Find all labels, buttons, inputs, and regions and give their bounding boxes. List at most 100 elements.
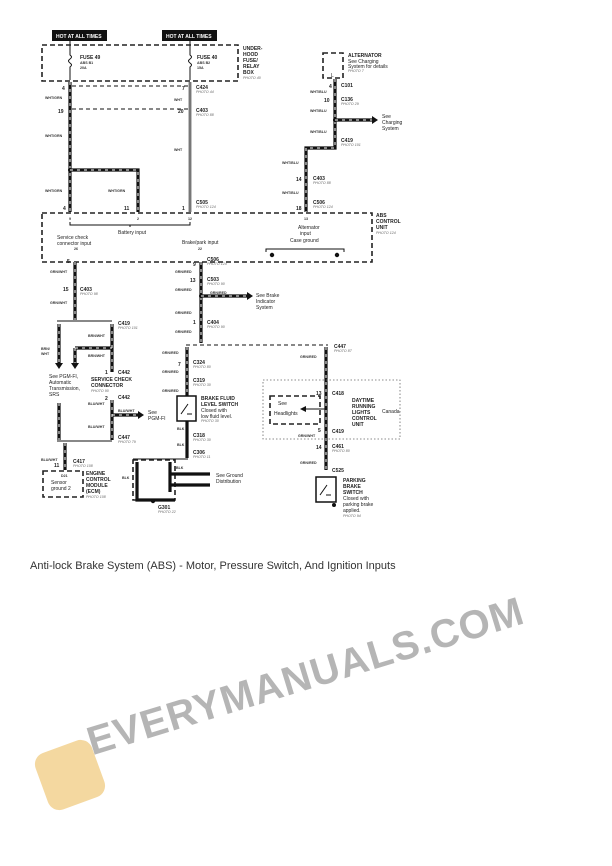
svg-text:LEVEL SWITCH: LEVEL SWITCH	[201, 402, 239, 408]
svg-text:4: 4	[329, 84, 332, 90]
svg-text:UNIT: UNIT	[352, 422, 364, 428]
svg-text:PHOTO 30: PHOTO 30	[201, 419, 219, 423]
svg-text:PHOTO 124: PHOTO 124	[207, 262, 227, 266]
wire-label: WHT/GRN	[45, 96, 63, 100]
svg-text:Charging: Charging	[382, 120, 403, 126]
svg-text:PHOTO 90: PHOTO 90	[207, 282, 225, 286]
svg-text:WHT: WHT	[41, 352, 50, 356]
svg-text:BLU/WHT: BLU/WHT	[88, 425, 105, 429]
parking-brake-switch-icon	[315, 476, 337, 503]
svg-text:PHOTO 44: PHOTO 44	[196, 90, 214, 94]
svg-text:Closed with: Closed with	[343, 496, 369, 502]
svg-text:Closed with: Closed with	[201, 408, 227, 414]
svg-text:CONTROL: CONTROL	[352, 416, 377, 422]
svg-text:PHOTO 124: PHOTO 124	[313, 205, 333, 209]
svg-text:PHOTO 29: PHOTO 29	[341, 102, 359, 106]
svg-text:PHOTO 11: PHOTO 11	[193, 455, 210, 459]
arrow-icon	[55, 363, 63, 369]
svg-text:13: 13	[304, 217, 308, 221]
svg-text:applied.: applied.	[343, 508, 361, 514]
fuse-49-label: FUSE 49 ABS B1 20A	[80, 55, 101, 70]
svg-text:System: System	[256, 305, 273, 311]
svg-text:1: 1	[193, 320, 196, 326]
svg-text:ABS B2: ABS B2	[197, 61, 210, 65]
svg-text:5: 5	[318, 428, 321, 434]
svg-text:Brake/park input: Brake/park input	[182, 240, 219, 246]
svg-text:Sensor: Sensor	[51, 480, 67, 486]
pin: 20	[178, 109, 184, 115]
svg-text:10: 10	[324, 98, 330, 104]
ground-box	[132, 459, 176, 501]
svg-text:PHOTO 90: PHOTO 90	[207, 325, 225, 329]
svg-text:26: 26	[74, 247, 78, 251]
svg-text:CONTROL: CONTROL	[376, 219, 401, 225]
ecm-box	[42, 470, 84, 498]
svg-text:BLK: BLK	[122, 476, 130, 480]
svg-text:ENGINE: ENGINE	[86, 471, 106, 477]
svg-text:PGM-FI: PGM-FI	[148, 416, 166, 422]
svg-text:FUSE/: FUSE/	[243, 58, 258, 64]
svg-text:Distribution: Distribution	[216, 479, 241, 485]
hot-label-box	[162, 30, 217, 41]
svg-text:BLK: BLK	[177, 443, 185, 447]
svg-text:13: 13	[190, 278, 196, 284]
connector-c461: C461	[332, 444, 344, 450]
svg-text:WHT/BLU: WHT/BLU	[310, 130, 327, 134]
brake-fluid-level-switch: BRAKE FLUID	[201, 396, 235, 402]
svg-text:2: 2	[105, 396, 108, 402]
brake-fluid-switch-icon	[176, 395, 197, 422]
pin: 4	[63, 206, 66, 212]
svg-text:(ECM): (ECM)	[86, 489, 101, 495]
svg-text:parking brake: parking brake	[343, 502, 374, 508]
ref-headlights: See	[278, 401, 287, 407]
ref-charging: See	[382, 114, 391, 120]
svg-text:WHT/BLU: WHT/BLU	[282, 161, 299, 165]
svg-text:BRN/: BRN/	[41, 347, 50, 351]
svg-text:PHOTO 101: PHOTO 101	[341, 143, 361, 147]
svg-text:HOOD: HOOD	[243, 52, 258, 58]
ground-wires	[135, 462, 210, 502]
svg-text:22: 22	[198, 247, 202, 251]
abs-control-unit	[41, 212, 373, 263]
svg-text:BRAKE: BRAKE	[343, 484, 361, 490]
connector-c503: C503	[207, 277, 219, 283]
svg-text:13: 13	[316, 391, 322, 397]
svg-text:BLK: BLK	[177, 427, 185, 431]
hot-label: HOT AT ALL TIMES	[166, 34, 212, 40]
svg-text:System: System	[382, 126, 399, 132]
svg-text:Service check: Service check	[57, 235, 89, 241]
svg-text:GRN/WHT: GRN/WHT	[50, 301, 68, 305]
pin: 1	[182, 206, 185, 212]
abs-title: ABS	[376, 213, 387, 219]
connector-c442: C442	[118, 395, 130, 401]
pin: 7	[182, 86, 185, 92]
svg-text:PHOTO 108: PHOTO 108	[73, 464, 93, 468]
svg-text:ABS B1: ABS B1	[80, 61, 93, 65]
svg-text:PHOTO 94: PHOTO 94	[343, 514, 361, 518]
svg-text:GRN/RED: GRN/RED	[210, 291, 227, 295]
ref-ground-distribution: See Ground	[216, 473, 243, 479]
svg-text:FUSE 40: FUSE 40	[197, 55, 218, 61]
wire-label: WHT/GRN	[45, 134, 63, 138]
pin: 11	[124, 206, 130, 212]
svg-text:GRN/RED: GRN/RED	[175, 270, 192, 274]
svg-text:11: 11	[54, 463, 60, 469]
svg-text:PHOTO 88: PHOTO 88	[313, 181, 331, 185]
svg-text:GRN/WHT: GRN/WHT	[50, 270, 68, 274]
ref-pgm-fi-auto: See PGM-FI,	[49, 374, 78, 380]
connector-c506: C506	[207, 257, 219, 263]
svg-text:Indicator: Indicator	[256, 299, 276, 305]
connector-c506: C506	[313, 200, 325, 206]
connector-c447: C447	[118, 435, 130, 441]
canada-label: Canada	[382, 409, 400, 415]
svg-text:SRS: SRS	[49, 392, 60, 398]
svg-text:PHOTO 101: PHOTO 101	[118, 326, 138, 330]
alternator-label: ALTERNATOR See Charging System for detai…	[331, 53, 388, 79]
wire-label: WHT/GRN	[108, 189, 126, 193]
svg-text:PHOTO 30: PHOTO 30	[193, 383, 211, 387]
fuse-49-icon	[68, 46, 72, 80]
svg-text:CONNECTOR: CONNECTOR	[91, 383, 124, 389]
parking-brake-switch: PARKING	[343, 478, 366, 484]
svg-text:PHOTO 108: PHOTO 108	[86, 495, 106, 499]
connector-c424: C424	[196, 85, 208, 91]
